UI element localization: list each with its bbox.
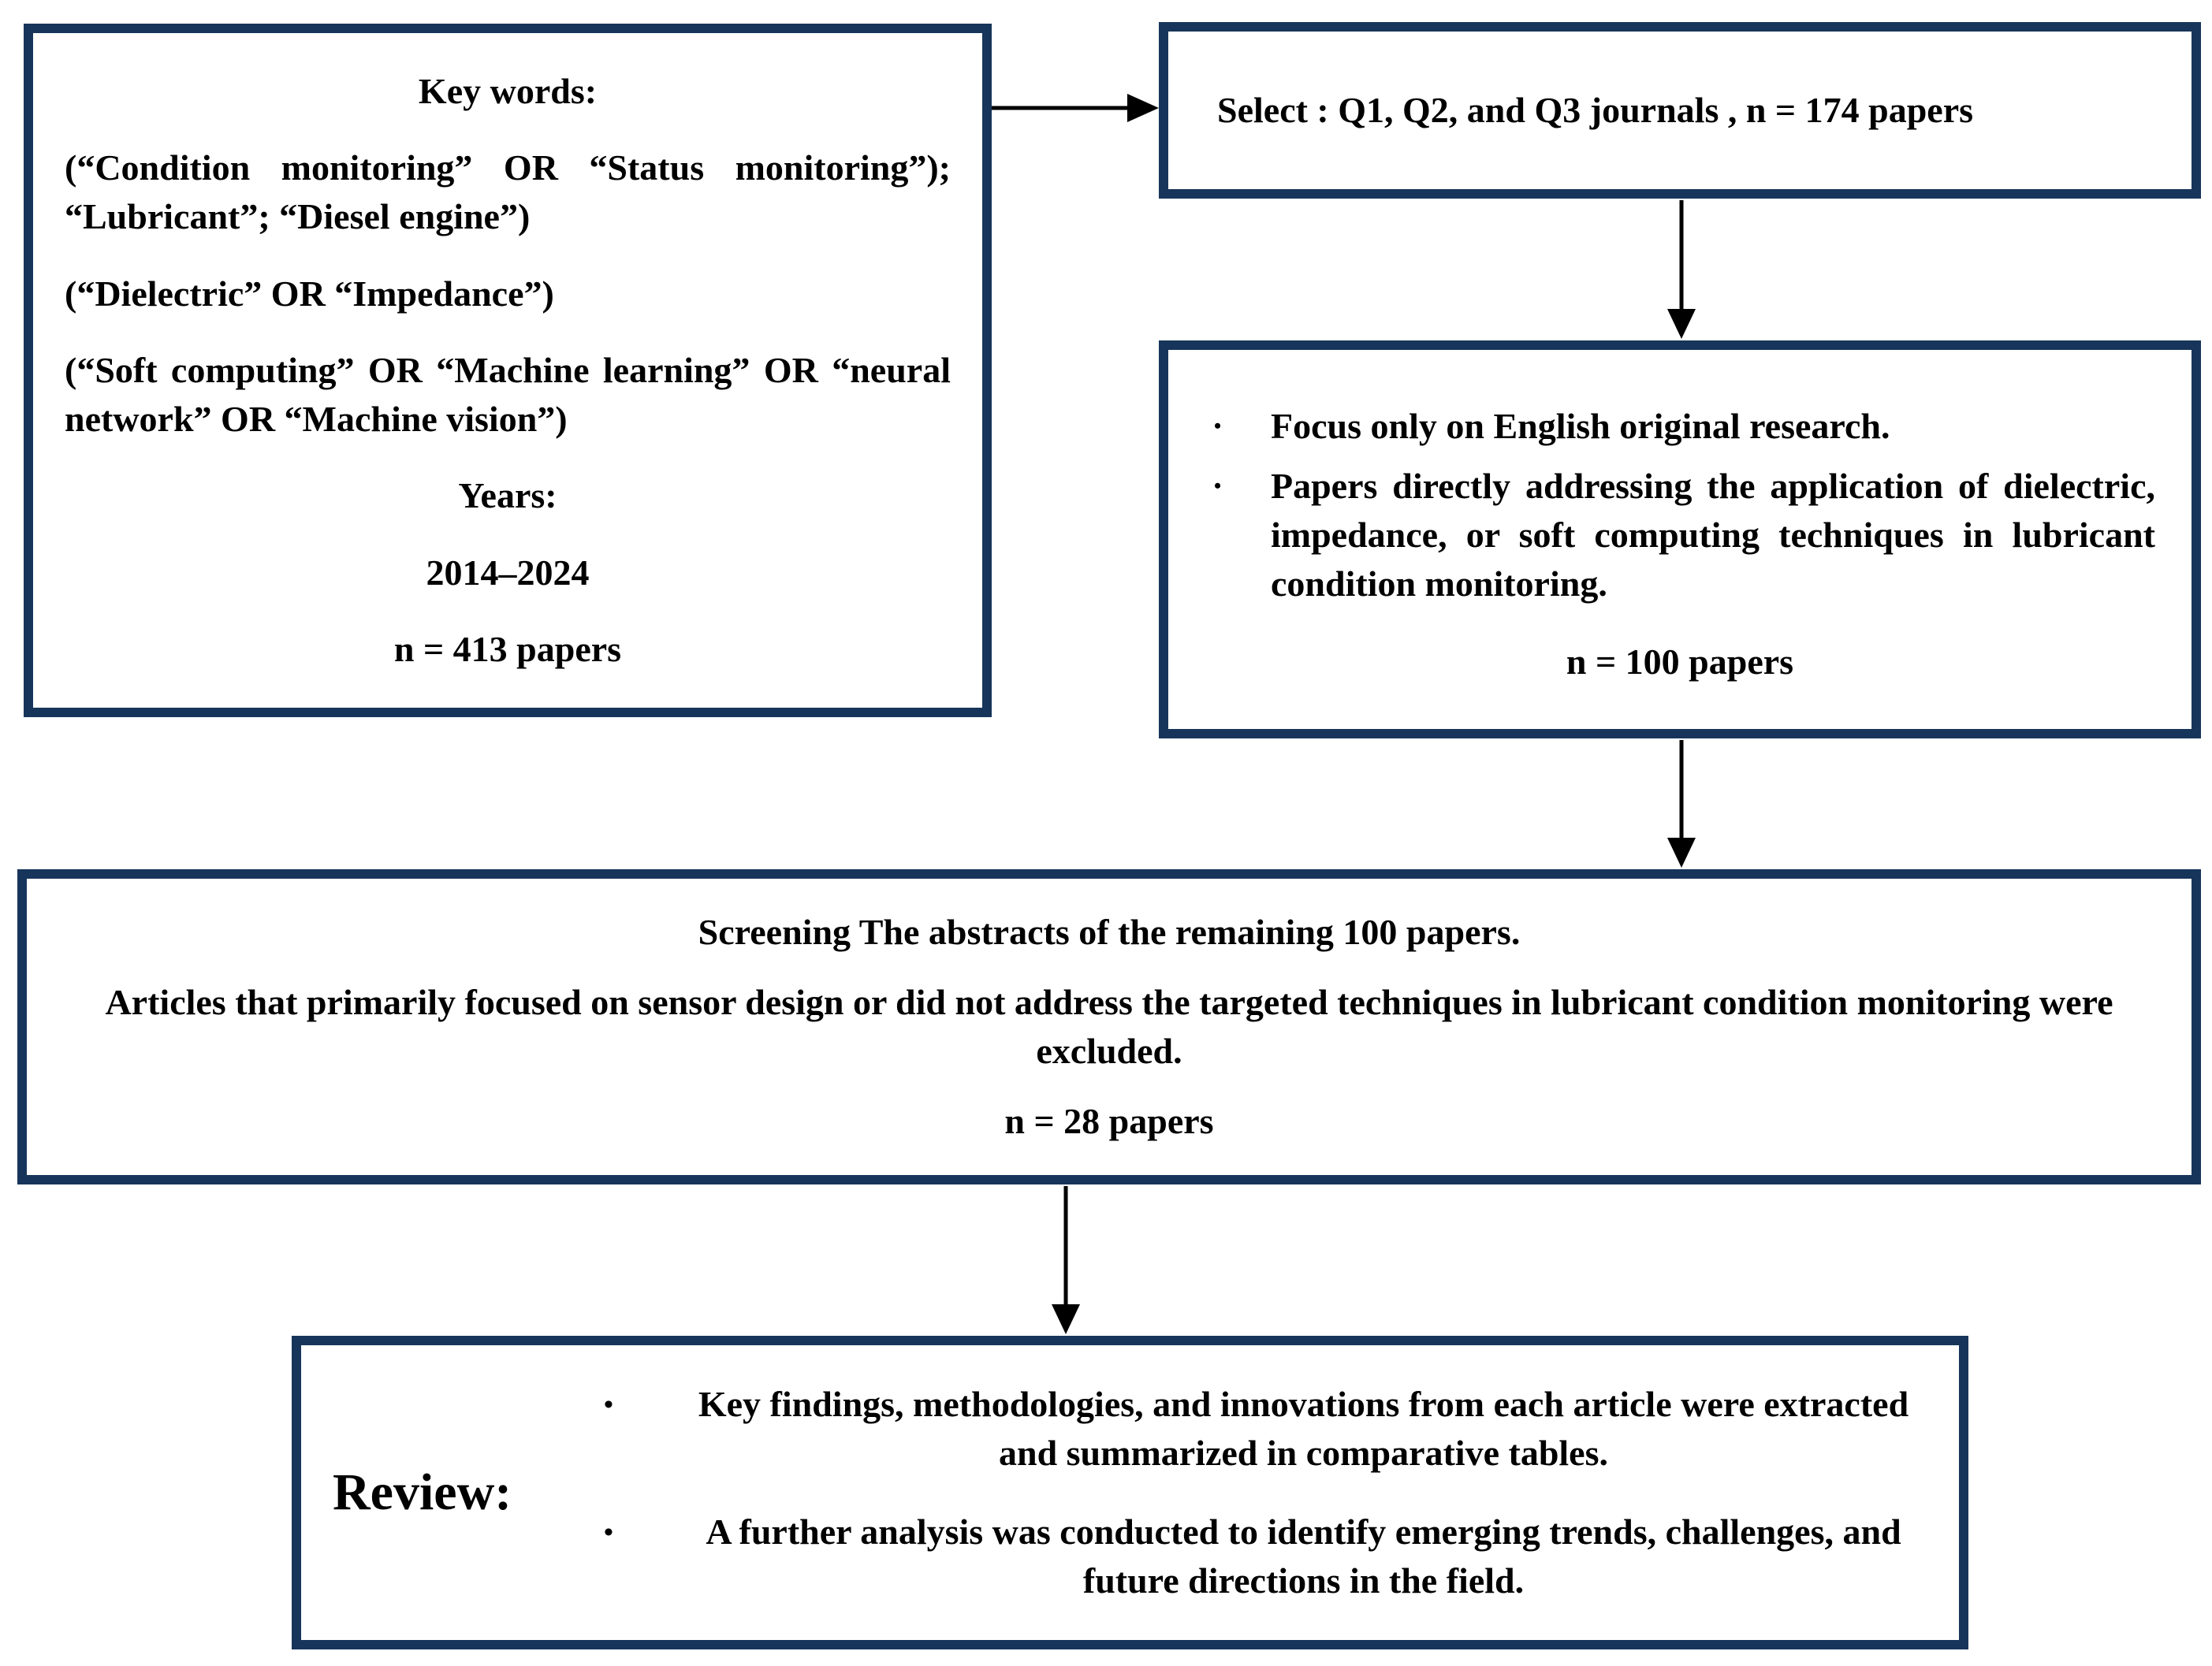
criteria-paper-count: n = 100 papers (1566, 641, 1794, 682)
bullet-icon: • (604, 1389, 613, 1419)
review-bullet-2-text: A further analysis was conducted to iden… (706, 1511, 1901, 1601)
select-journals-box: Select : Q1, Q2, and Q3 journals , n = 1… (1159, 22, 2201, 199)
select-journals-text: Select : Q1, Q2, and Q3 journals , n = 1… (1217, 89, 1974, 130)
keywords-years-range: 2014–2024 (426, 552, 590, 593)
arrow-screening-to-review (1052, 1186, 1080, 1334)
review-bullet-2: • A further analysis was conducted to id… (601, 1508, 1935, 1605)
screening-paper-count: n = 28 papers (1004, 1101, 1214, 1141)
criteria-bullet-1: • Focus only on English original researc… (1205, 402, 2155, 451)
keywords-query-dielectric: (“Dielectric” OR “Impedance”) (65, 273, 554, 314)
review-bullet-1-text: Key findings, methodologies, and innovat… (698, 1383, 1909, 1473)
review-content: • Key findings, methodologies, and innov… (569, 1361, 1935, 1624)
keywords-query-softcomputing: (“Soft computing” OR “Machine learning” … (65, 349, 951, 440)
criteria-box: • Focus only on English original researc… (1159, 340, 2201, 738)
arrow-select-to-criteria (1667, 200, 1696, 339)
bullet-icon: • (1214, 415, 1222, 438)
keywords-box: Key words: (“Condition monitoring” OR “S… (24, 24, 992, 717)
keywords-years-label: Years: (458, 475, 557, 516)
screening-line-1: Screening The abstracts of the remaining… (698, 911, 1521, 952)
bullet-icon: • (604, 1517, 613, 1547)
keywords-query-condition: (“Condition monitoring” OR “Status monit… (65, 147, 951, 237)
screening-line-2: Articles that primarily focused on senso… (105, 981, 2113, 1071)
criteria-bullet-2: • Papers directly addressing the applica… (1205, 462, 2155, 608)
keywords-paper-count: n = 413 papers (393, 628, 622, 669)
review-box: Review: • Key findings, methodologies, a… (292, 1336, 1968, 1649)
keywords-title: Key words: (418, 71, 598, 112)
screening-box: Screening The abstracts of the remaining… (17, 869, 2201, 1184)
review-label: Review: (333, 1463, 512, 1522)
criteria-bullet-1-text: Focus only on English original research. (1271, 406, 1890, 447)
bullet-icon: • (1214, 474, 1222, 498)
arrow-keywords-to-select (992, 94, 1159, 122)
arrow-criteria-to-screening (1667, 740, 1696, 868)
review-bullet-1: • Key findings, methodologies, and innov… (601, 1380, 1935, 1478)
criteria-bullet-2-text: Papers directly addressing the applicati… (1271, 466, 2155, 604)
